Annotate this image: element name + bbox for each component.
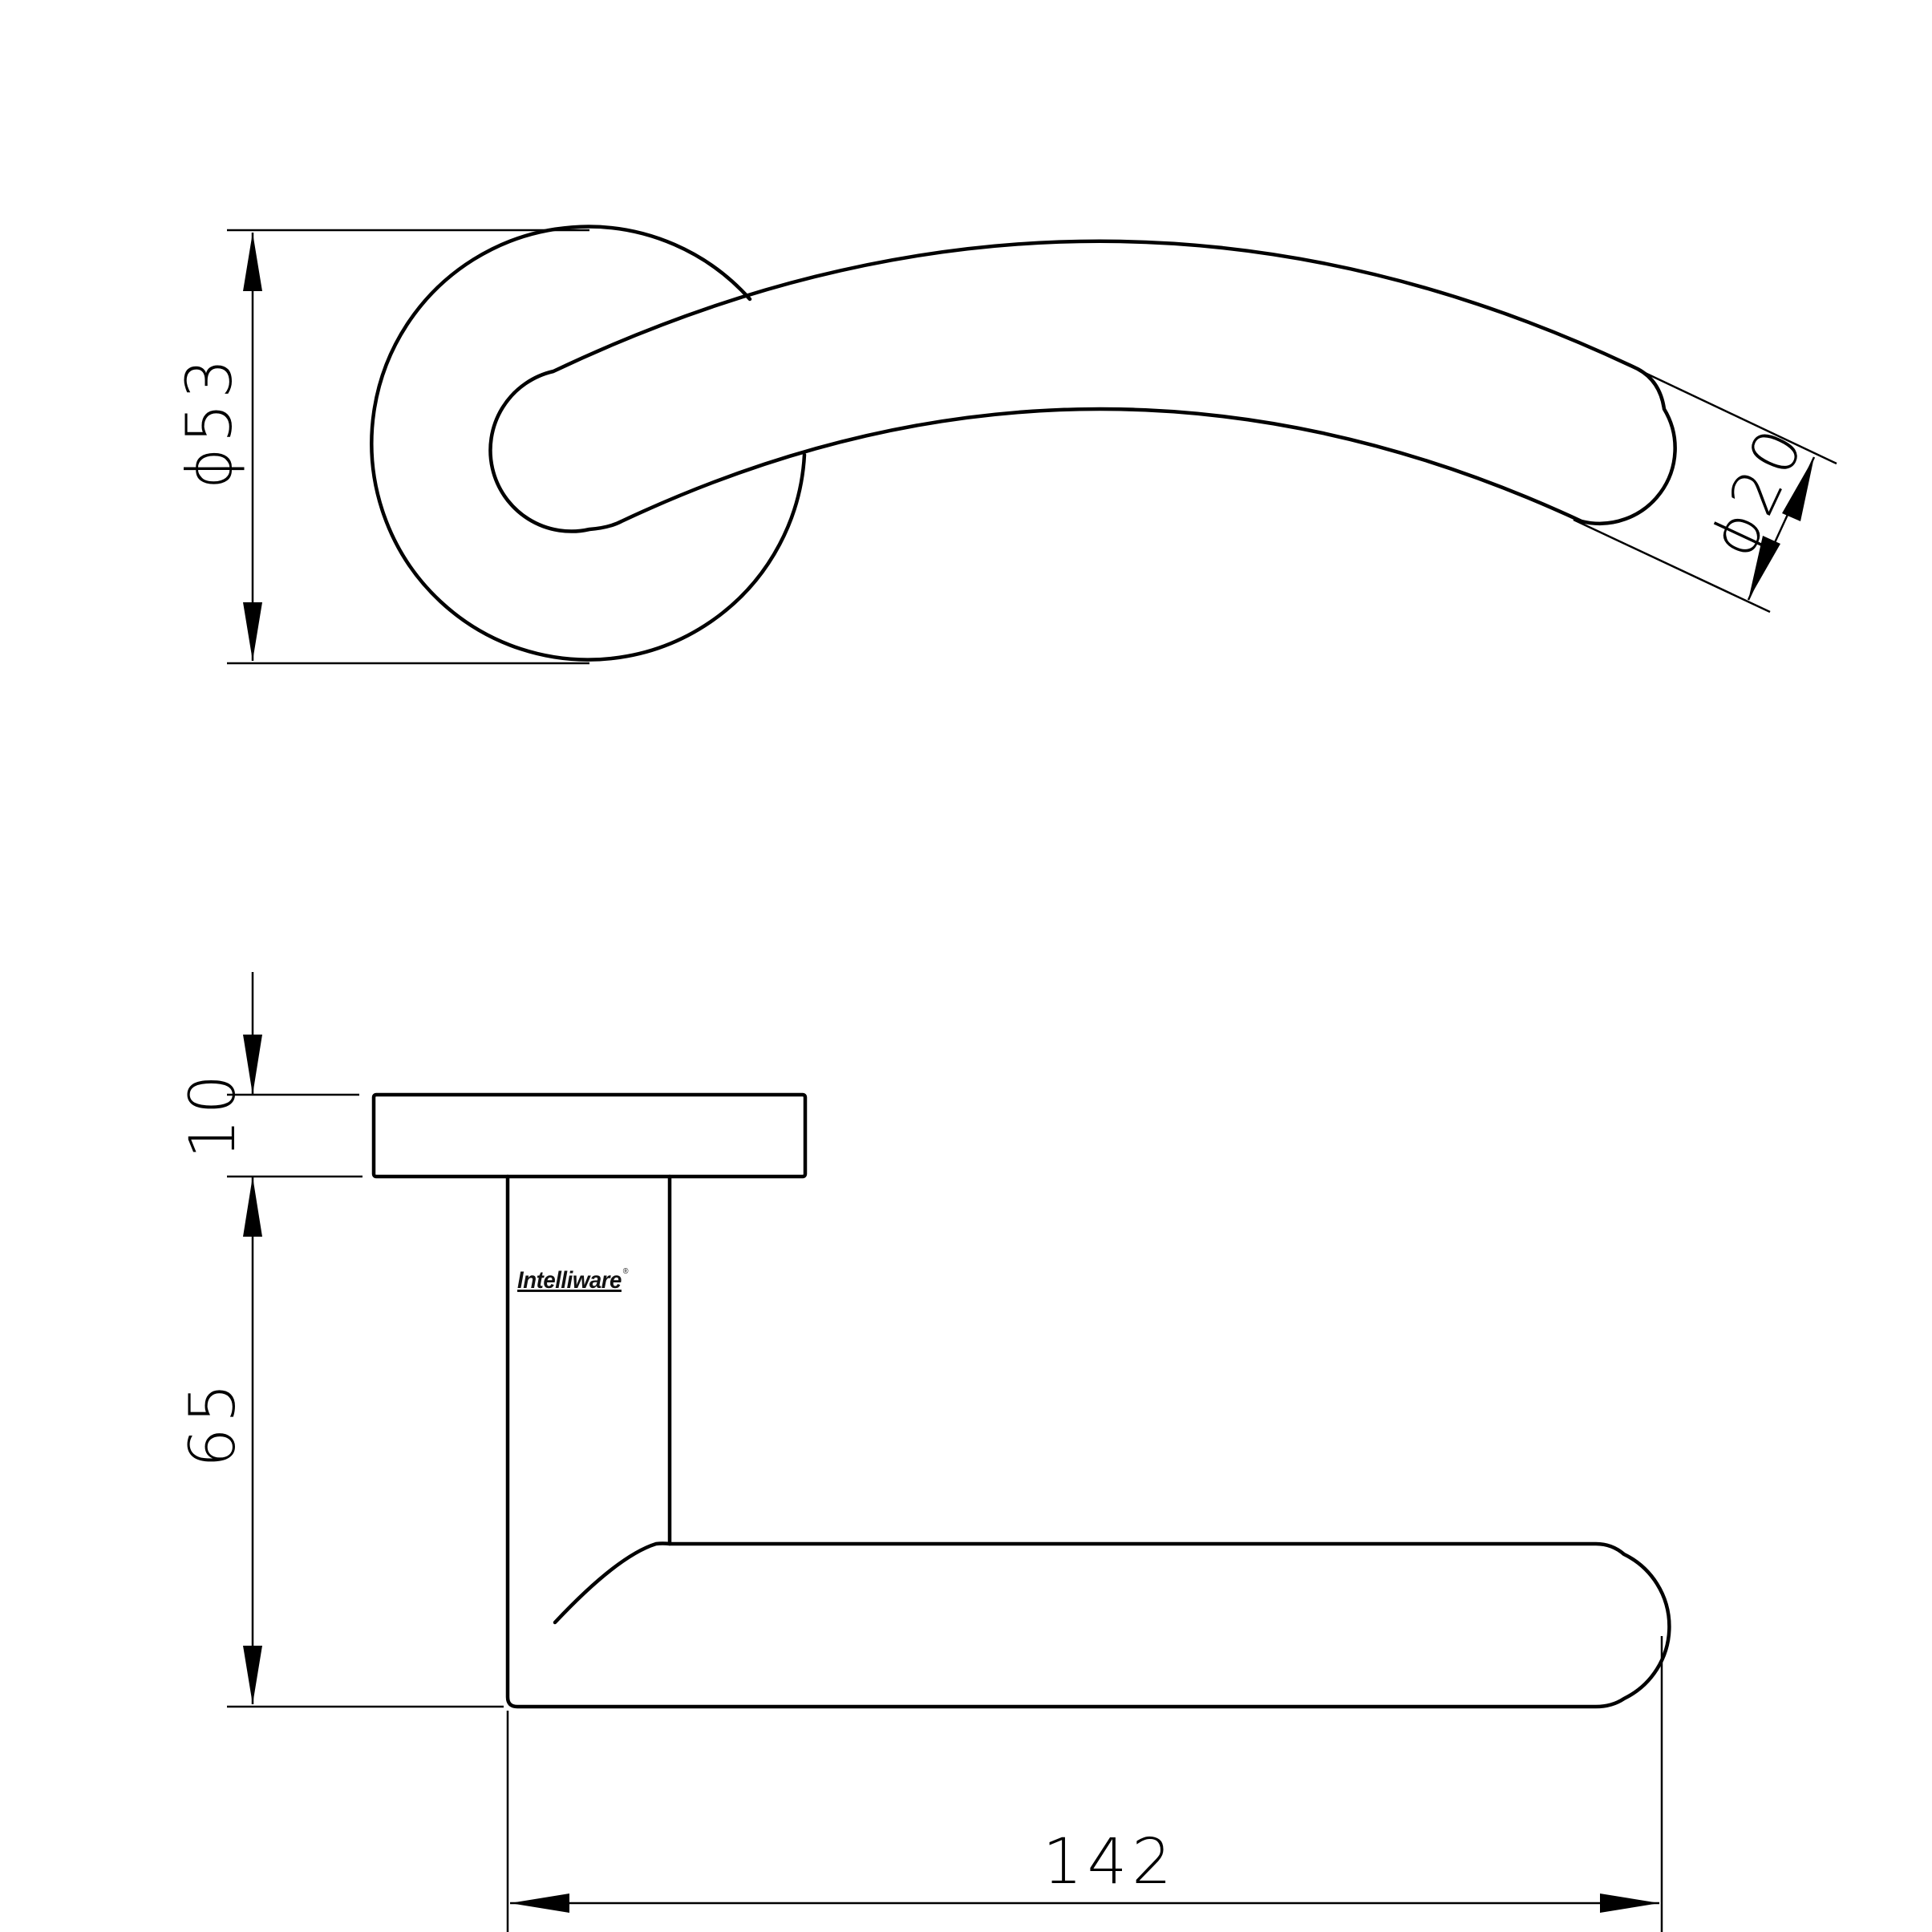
arrow-right-icon xyxy=(1600,1894,1659,1913)
extension-line xyxy=(1641,370,1837,465)
brand-logo: Intelliware® xyxy=(517,1267,629,1294)
lever-side-outline xyxy=(505,1174,1671,1709)
arrow-down-icon xyxy=(243,1646,262,1704)
rose-plate xyxy=(371,1092,808,1179)
arrow-down-icon xyxy=(243,1035,262,1095)
lever-outline xyxy=(488,239,1677,533)
arrow-up-icon xyxy=(243,1177,262,1237)
arrow-down-icon xyxy=(1748,536,1780,600)
dimension-label-lever-height: 65 xyxy=(177,1379,249,1468)
arrow-down-icon xyxy=(243,602,262,661)
extension-line xyxy=(1573,518,1771,614)
lever-bevel-edge xyxy=(553,1541,672,1625)
arrow-left-icon xyxy=(510,1894,569,1913)
brand-name: Intelliware xyxy=(517,1267,622,1294)
registered-mark: ® xyxy=(622,1267,629,1276)
arrow-up-icon xyxy=(243,233,262,291)
top-view: ϕ53 ϕ20 xyxy=(174,225,1837,665)
side-view: 10 65 142 xyxy=(177,972,1671,1932)
rose-outline xyxy=(370,225,807,662)
dimension-label-lever-length: 142 xyxy=(1043,1826,1177,1898)
dimension-label-rose-diameter: ϕ53 xyxy=(174,354,246,489)
dimension-label-rose-thickness: 10 xyxy=(177,1070,249,1159)
arrow-up-icon xyxy=(1782,457,1814,521)
